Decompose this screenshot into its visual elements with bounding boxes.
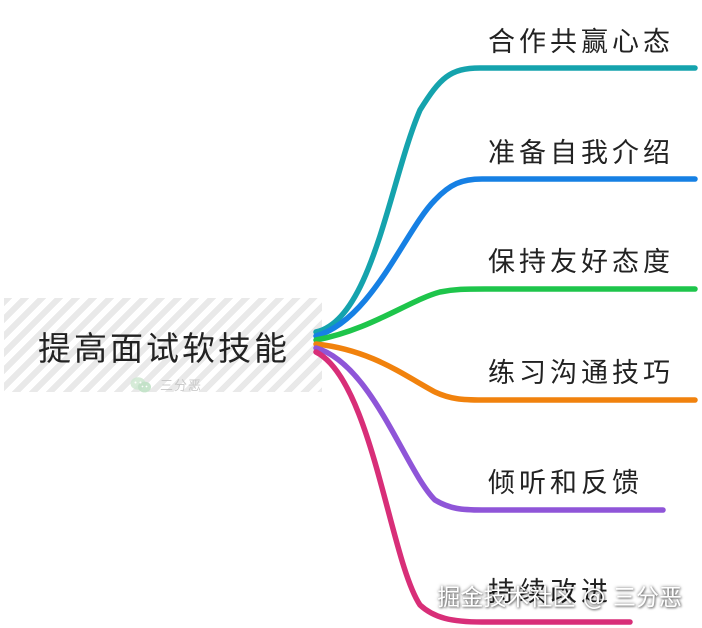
- corner-watermark: 掘金技术社区 @ 三分恶: [437, 585, 682, 611]
- branch-line-3: [313, 341, 698, 403]
- root-node-background: [4, 298, 322, 392]
- branch-label-0: 合作共赢心态: [488, 27, 674, 58]
- root-node-label: 提高面试软技能: [38, 329, 290, 368]
- wechat-icon: [130, 376, 152, 394]
- branch-label-5: 持续改进: [488, 577, 612, 608]
- branch-label-4: 倾听和反馈: [488, 468, 643, 499]
- branch-line-0: [313, 65, 698, 335]
- branch-label-1: 准备自我介绍: [488, 138, 674, 169]
- branch-label-2: 保持友好态度: [488, 247, 674, 278]
- branch-label-3: 练习沟通技巧: [488, 358, 674, 389]
- branch-line-1: [313, 176, 698, 339]
- branch-line-5: [313, 349, 633, 625]
- inner-watermark: 三分恶: [130, 375, 202, 394]
- branch-line-2: [313, 286, 698, 343]
- inner-watermark-text: 三分恶: [160, 379, 203, 394]
- branch-line-4: [313, 345, 666, 513]
